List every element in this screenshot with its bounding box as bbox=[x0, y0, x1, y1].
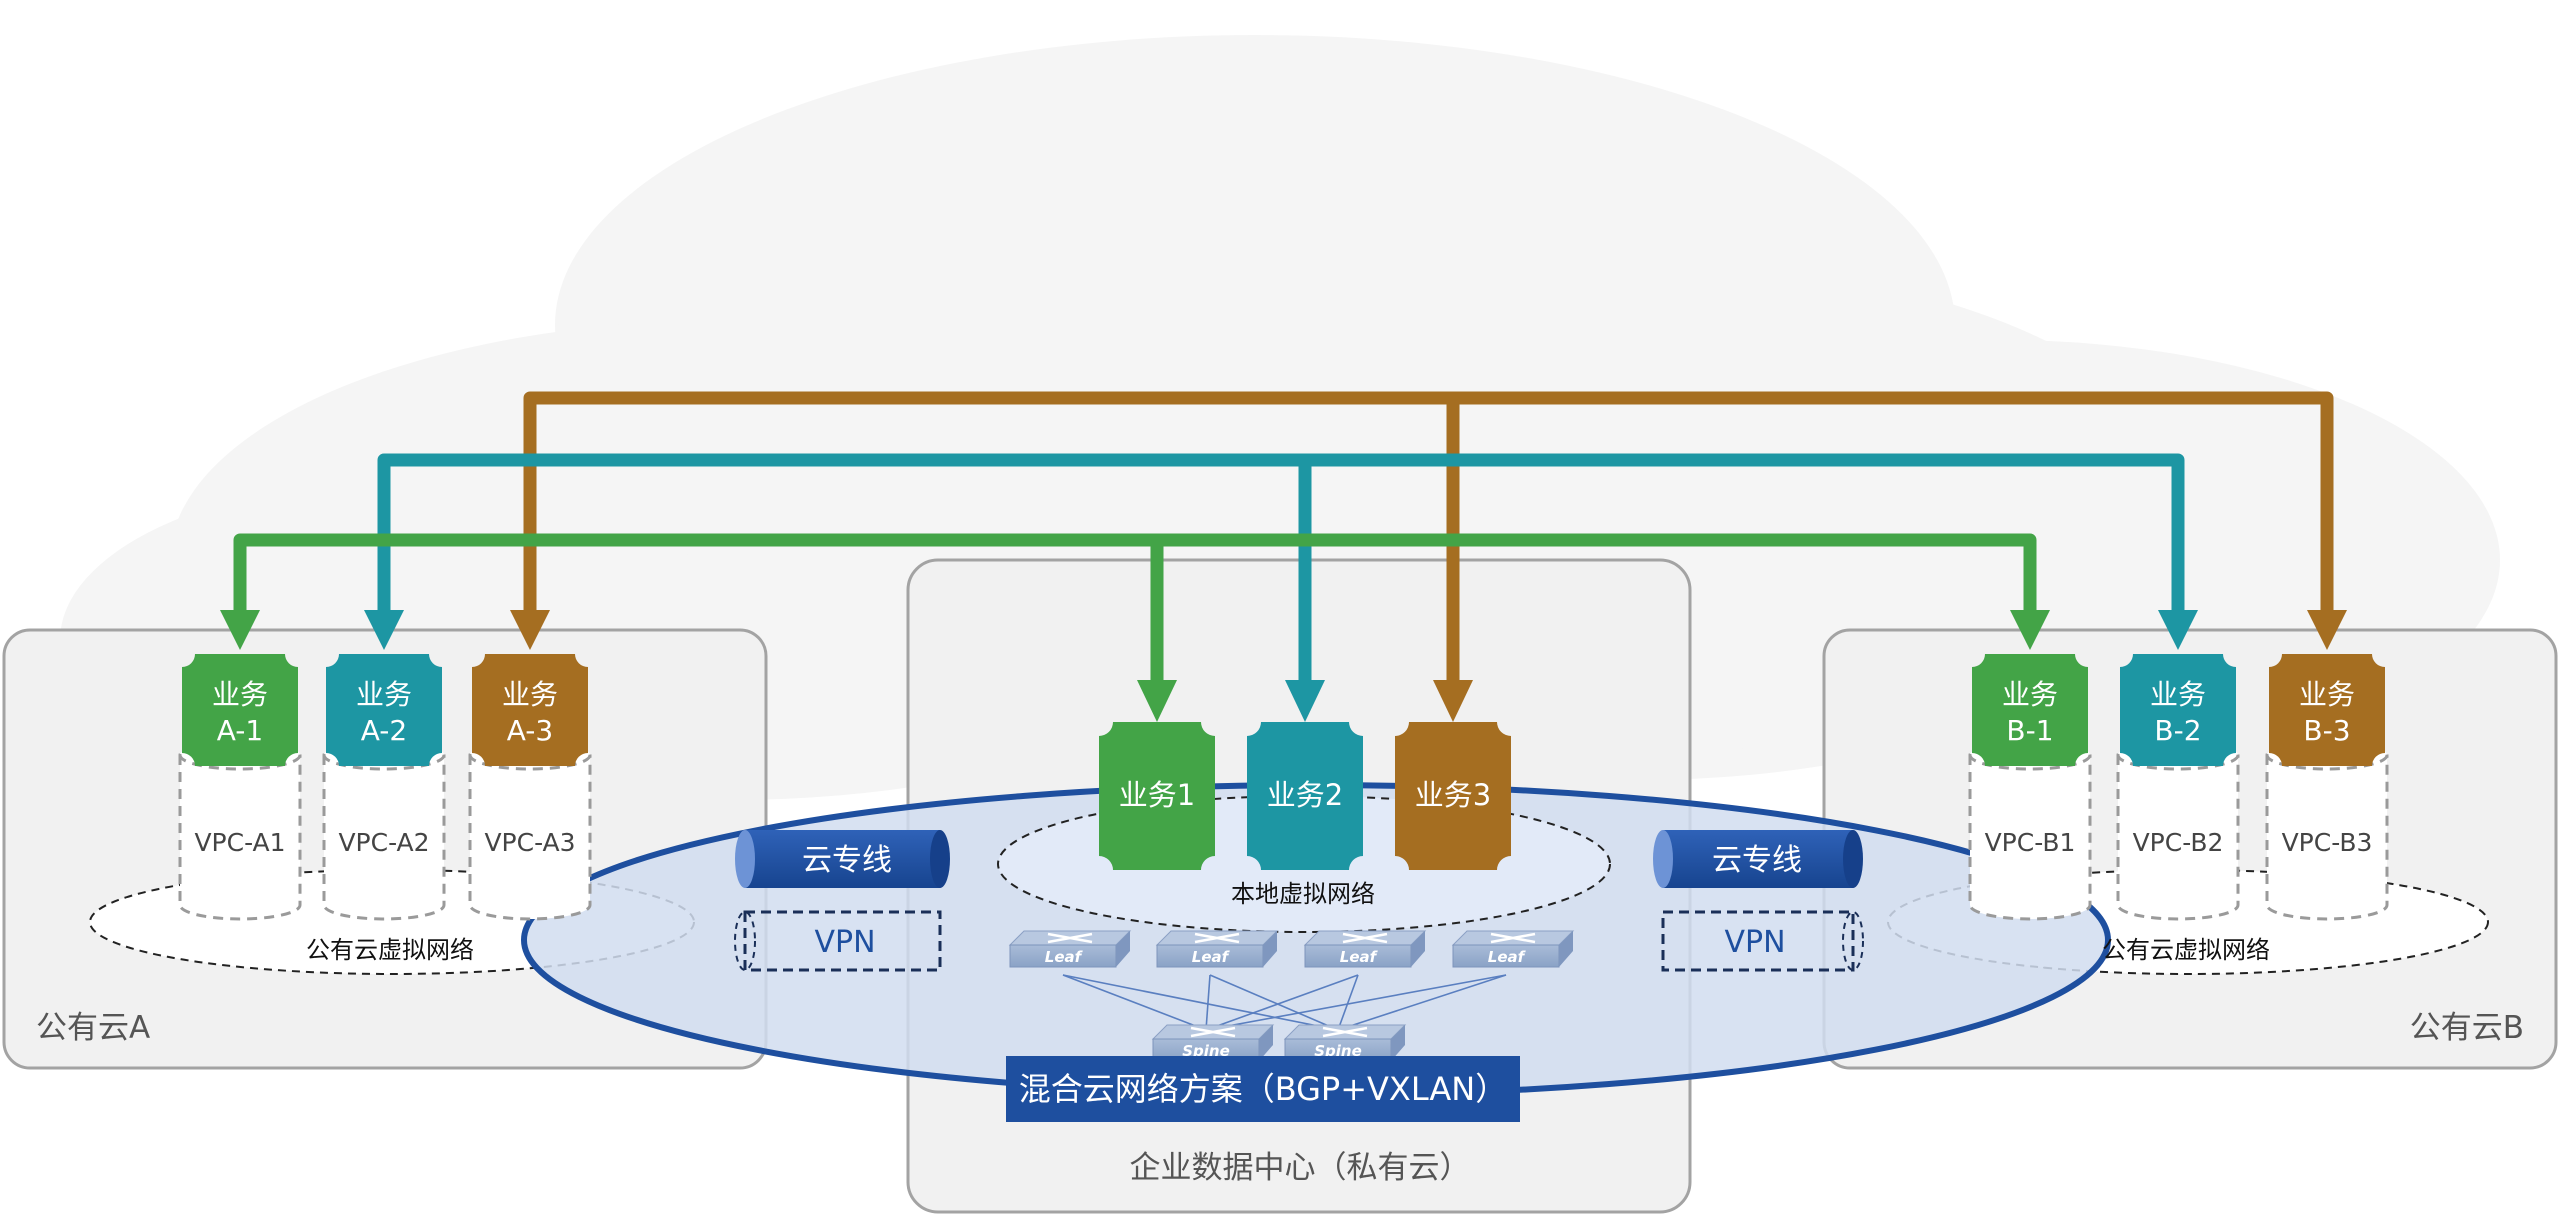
spine-switch-1: Spine bbox=[1151, 1024, 1275, 1062]
vpn-right-label: VPN bbox=[1724, 925, 1785, 960]
service-box-s3: 业务3 bbox=[1395, 722, 1511, 870]
leaf-switch-2: Leaf bbox=[1155, 930, 1279, 968]
service-label-b3-line2: B-3 bbox=[2303, 714, 2350, 747]
route-lines bbox=[233, 391, 2334, 680]
vpc-cylinder-a2: VPC-A2 bbox=[322, 739, 446, 921]
datacenter-label: 企业数据中心（私有云） bbox=[1130, 1150, 1471, 1186]
vpn-left-label: VPN bbox=[814, 925, 875, 960]
service-label-s1: 业务1 bbox=[1119, 778, 1195, 812]
leaf-switch-4: Leaf bbox=[1451, 930, 1575, 968]
hybrid-title-banner bbox=[1006, 1056, 1520, 1122]
service-label-s3: 业务3 bbox=[1415, 778, 1491, 812]
vpc-label-a3: VPC-A3 bbox=[484, 828, 575, 857]
service-box-a2: 业务A-2 bbox=[326, 654, 442, 766]
leaf-switch-1: Leaf bbox=[1008, 930, 1132, 968]
service-label-b1-line2: B-1 bbox=[2006, 714, 2053, 747]
vpc-label-b3: VPC-B3 bbox=[2282, 828, 2373, 857]
vpc-cylinder-b2: VPC-B2 bbox=[2116, 739, 2240, 921]
spine-switch-2-label: Spine bbox=[1314, 1042, 1362, 1060]
dedicated-line-left-label: 云专线 bbox=[802, 843, 892, 878]
service-box-a1: 业务A-1 bbox=[182, 654, 298, 766]
dedicated-line-left: 云专线 bbox=[735, 830, 950, 888]
public-cloud-b-label: 公有云B bbox=[2410, 1010, 2524, 1046]
service-box-b1: 业务B-1 bbox=[1972, 654, 2088, 766]
leaf-switch-3: Leaf bbox=[1303, 930, 1427, 968]
service-box-b3: 业务B-3 bbox=[2269, 654, 2385, 766]
vpc-cylinder-a1: VPC-A1 bbox=[178, 739, 302, 921]
route-arrowheads bbox=[220, 610, 2347, 722]
vpc-cylinder-b1: VPC-B1 bbox=[1968, 739, 2092, 921]
leaf-switch-1-label: Leaf bbox=[1045, 948, 1084, 966]
spine-switch-2: Spine bbox=[1283, 1024, 1407, 1062]
service-label-b2-line2: B-2 bbox=[2154, 714, 2201, 747]
service-label-b3-line1: 业务 bbox=[2299, 678, 2355, 711]
dedicated-line-right-label: 云专线 bbox=[1712, 843, 1802, 878]
service-label-a2-line2: A-2 bbox=[361, 714, 407, 747]
service-label-a1-line1: 业务 bbox=[212, 678, 268, 711]
vpn-right: VPN bbox=[1661, 910, 1864, 972]
vpc-label-a1: VPC-A1 bbox=[194, 828, 285, 857]
service-label-a1-line2: A-1 bbox=[217, 714, 263, 747]
service-box-a3: 业务A-3 bbox=[472, 654, 588, 766]
service-label-a2-line1: 业务 bbox=[356, 678, 412, 711]
vpn-left: VPN bbox=[734, 910, 942, 972]
vpc-label-b1: VPC-B1 bbox=[1985, 828, 2076, 857]
public-network-b-label: 公有云虚拟网络 bbox=[2102, 936, 2270, 964]
leaf-switch-2-label: Leaf bbox=[1192, 948, 1231, 966]
service-box-b2: 业务B-2 bbox=[2120, 654, 2236, 766]
service-label-a3-line2: A-3 bbox=[507, 714, 553, 747]
local-network-label: 本地虚拟网络 bbox=[1231, 880, 1375, 908]
vpc-label-a2: VPC-A2 bbox=[338, 828, 429, 857]
public-cloud-a-label: 公有云A bbox=[36, 1010, 150, 1046]
leaf-switch-3-label: Leaf bbox=[1340, 948, 1379, 966]
leaf-switch-4-label: Leaf bbox=[1488, 948, 1527, 966]
service-label-a3-line1: 业务 bbox=[502, 678, 558, 711]
vpc-cylinder-a3: VPC-A3 bbox=[468, 739, 592, 921]
vpc-label-b2: VPC-B2 bbox=[2133, 828, 2224, 857]
hybrid-title: 混合云网络方案（BGP+VXLAN） bbox=[1019, 1070, 1508, 1108]
spine-switch-1-label: Spine bbox=[1182, 1042, 1230, 1060]
service-box-s1: 业务1 bbox=[1099, 722, 1215, 870]
public-network-a-label: 公有云虚拟网络 bbox=[306, 936, 474, 964]
service-box-s2: 业务2 bbox=[1247, 722, 1363, 870]
service-label-s2: 业务2 bbox=[1267, 778, 1343, 812]
service-label-b2-line1: 业务 bbox=[2150, 678, 2206, 711]
service-label-b1-line1: 业务 bbox=[2002, 678, 2058, 711]
vpc-cylinder-b3: VPC-B3 bbox=[2265, 739, 2389, 921]
dedicated-line-right: 云专线 bbox=[1653, 830, 1863, 888]
